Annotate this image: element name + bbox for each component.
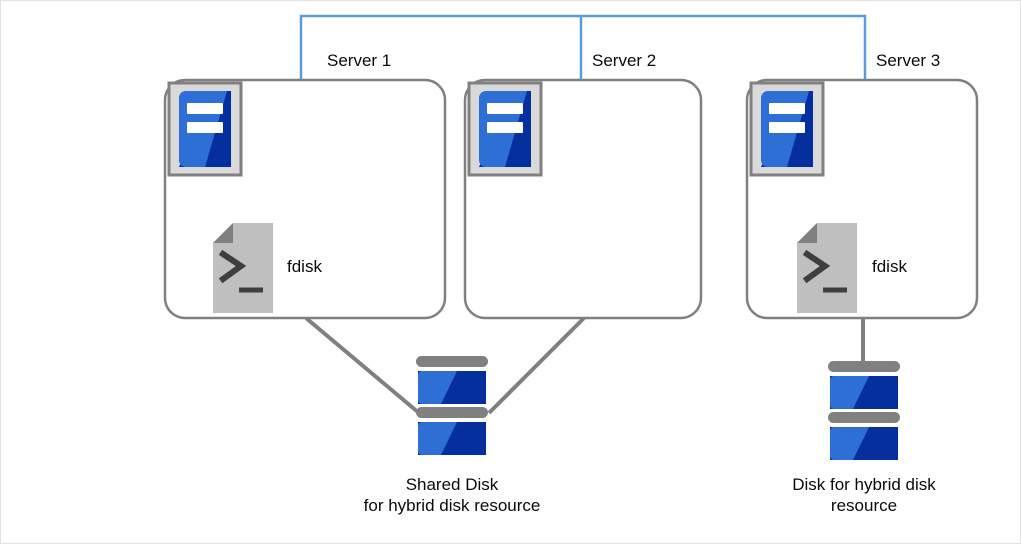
shared-disk-caption-line-2: for hybrid disk resource [363,496,541,515]
server-icon [167,81,243,177]
disk-stack-icon [416,356,488,455]
disk-stack-icon [828,361,900,460]
server-2-label: Server 2 [592,51,657,70]
hybrid-disk-caption: Disk for hybrid disk resource [744,474,984,516]
fdisk-label-server-3: fdisk [872,257,907,276]
terminal-document-icon [797,223,857,313]
server-3-label: Server 3 [876,51,941,70]
hybrid-disk-caption-line-2: resource [830,496,898,515]
terminal-document-icon [213,223,273,313]
shared-disk-caption-line-1: Shared Disk [405,475,499,494]
shared-disk-caption: Shared Disk for hybrid disk resource [302,474,602,516]
connector-lines [304,316,865,415]
server-1-label: Server 1 [327,51,392,70]
hybrid-disk-caption-line-1: Disk for hybrid disk [792,475,936,494]
server-icon [467,81,543,177]
server-icon [749,81,825,177]
fdisk-label-server-1: fdisk [287,257,322,276]
network-bus [299,14,867,79]
